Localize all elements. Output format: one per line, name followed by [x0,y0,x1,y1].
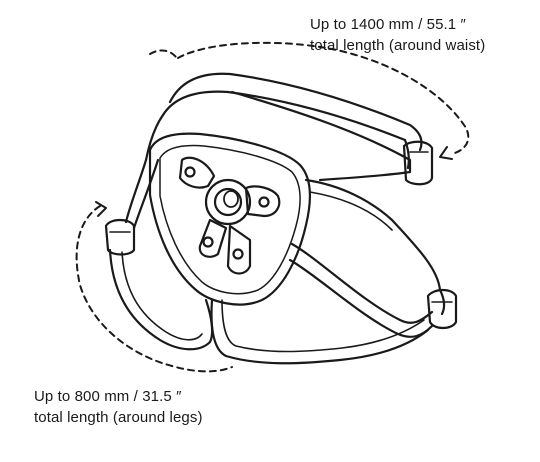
strap-end [438,288,446,316]
legs-arrowhead [95,201,107,217]
front-plate-outer [148,132,312,306]
right-side-panel [304,178,442,292]
waist-length-caption: total length (around waist) [310,37,486,54]
petal-tab-top-left [178,156,216,189]
center-strap [210,298,430,365]
legs-length-annotation: Up to 800 mm / 31.5 ″ total length (arou… [34,386,203,428]
waist-arrowhead-right [439,146,453,160]
waist-length-annotation: Up to 1400 mm / 55.1 ″ total length (aro… [310,14,485,56]
front-plate-inner [159,144,301,295]
petal-tab-bottom-left [198,218,228,258]
right-leg-buckle-icon [426,288,458,330]
legs-measurement-arrow [75,205,233,373]
waist-strap-lower [144,113,410,170]
back-panel [230,90,412,182]
legs-length-caption: total length (around legs) [34,409,203,426]
left-leg-strap [108,248,214,351]
petal-tab-bottom-right [226,224,252,275]
left-buckle-icon [104,218,136,256]
petal-tab-right [244,185,281,218]
waist-measurement-arrow [177,41,470,155]
right-buckle-icon [402,140,434,186]
waist-strap-inner [161,90,407,142]
waist-length-value: Up to 1400 mm / 55.1 ″ [310,16,466,33]
right-leg-strap [288,242,434,338]
waist-arrowhead [149,49,177,58]
left-side-strap [124,158,160,230]
center-ring-icon [204,178,252,226]
waist-strap [168,72,423,152]
legs-length-value: Up to 800 mm / 31.5 ″ [34,388,182,405]
